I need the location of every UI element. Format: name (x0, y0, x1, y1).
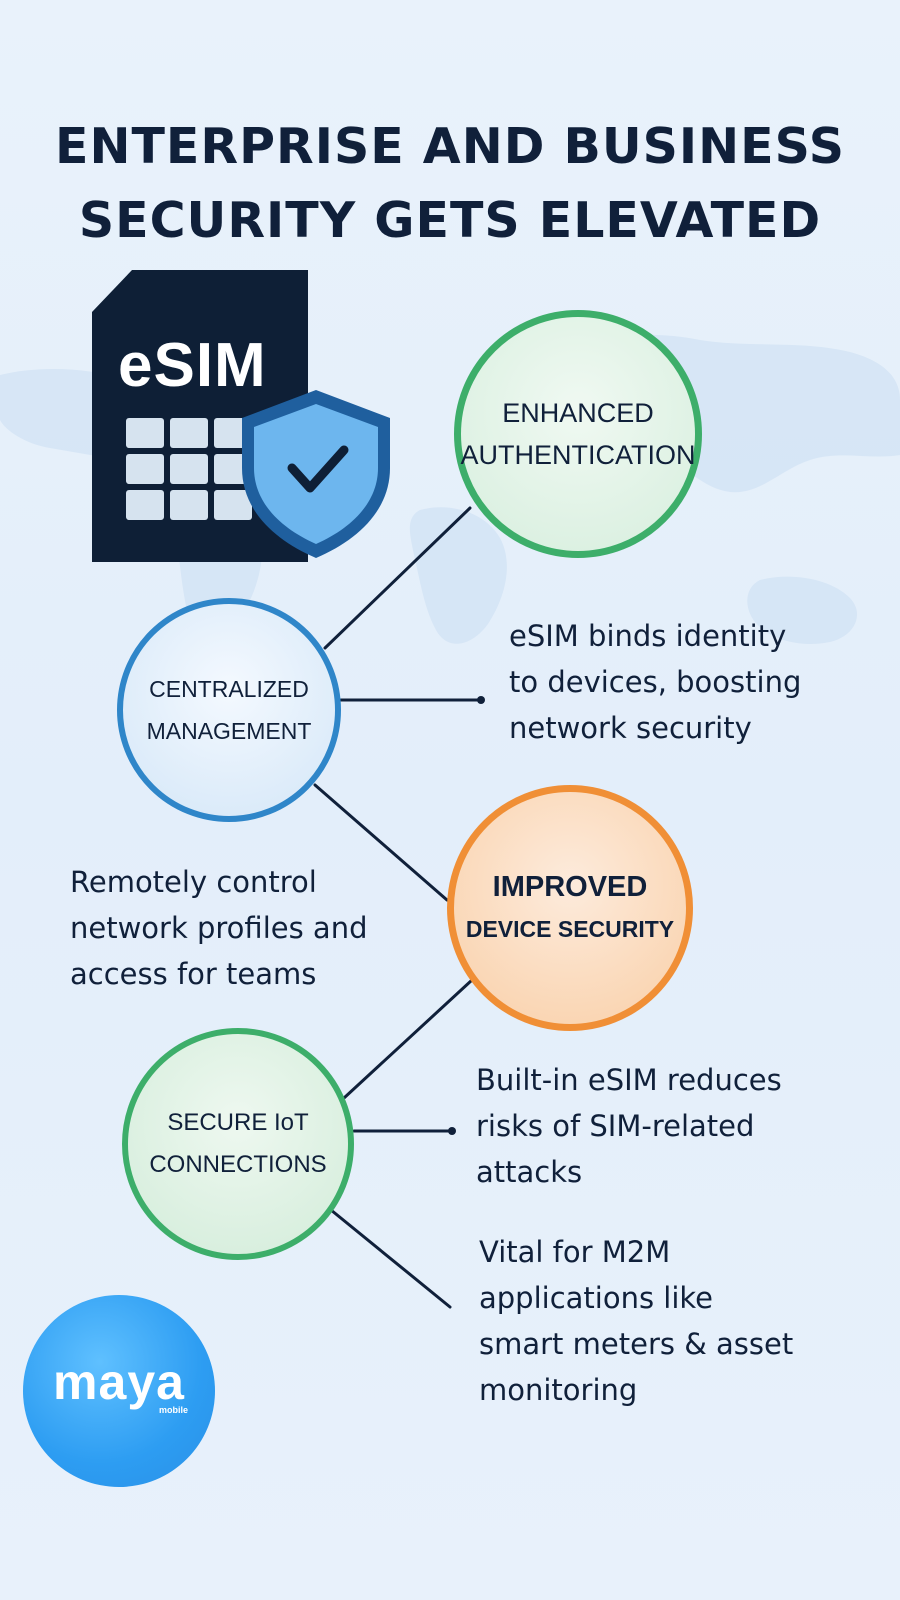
description-m2m-line-2: applications like (479, 1281, 714, 1315)
description-remote-control: Remotely control network profiles and ac… (70, 859, 367, 997)
shield-check-icon (242, 390, 390, 558)
title-line-1: ENTERPRISE AND BUSINESS (55, 118, 845, 175)
maya-mobile-logo: maya mobile (23, 1295, 215, 1487)
node-enhanced-authentication-line-2: AUTHENTICATION (460, 440, 696, 470)
connector-auth-to-central (323, 506, 472, 650)
logo-sub: mobile (159, 1405, 189, 1415)
node-secure-iot-connections-line-1: SECURE IoT (167, 1109, 309, 1136)
description-sim-attacks: Built-in eSIM reduces risks of SIM-relat… (476, 1057, 782, 1195)
node-secure-iot-connections-line-2: CONNECTIONS (149, 1151, 327, 1178)
connector-dot-sim-attacks (448, 1127, 456, 1135)
connector-device-to-iot (342, 978, 474, 1100)
connector-iot-to-m2m (329, 1208, 452, 1309)
esim-card-icon (92, 270, 390, 562)
node-centralized-management-line-2: MANAGEMENT (146, 718, 312, 744)
description-remote-control-line-2: network profiles and (70, 911, 368, 945)
connector-dot-identity (477, 696, 485, 704)
logo-word: maya (53, 1354, 185, 1410)
node-centralized-management-line-1: CENTRALIZED (149, 676, 309, 702)
description-identity-line-2: to devices, boosting (509, 665, 802, 699)
node-enhanced-authentication-line-1: ENHANCED (502, 398, 654, 428)
page-title: ENTERPRISE AND BUSINESS SECURITY GETS EL… (0, 110, 900, 258)
description-identity-line-1: eSIM binds identity (509, 619, 787, 653)
description-m2m-line-3: smart meters & asset (479, 1327, 794, 1361)
description-sim-attacks-line-3: attacks (476, 1155, 583, 1189)
description-m2m: Vital for M2M applications like smart me… (479, 1229, 793, 1413)
description-sim-attacks-line-2: risks of SIM-related (476, 1109, 755, 1143)
node-improved-device-security: IMPROVED DEVICE SECURITY (447, 785, 693, 1031)
node-improved-device-security-line-1: IMPROVED (492, 871, 648, 903)
node-centralized-management: CENTRALIZED MANAGEMENT (117, 598, 341, 822)
node-improved-device-security-line-2: DEVICE SECURITY (465, 916, 675, 942)
description-m2m-line-1: Vital for M2M (479, 1235, 671, 1269)
description-identity: eSIM binds identity to devices, boosting… (509, 613, 801, 751)
description-m2m-line-4: monitoring (479, 1373, 638, 1407)
description-remote-control-line-3: access for teams (70, 957, 317, 991)
connector-central-to-device (313, 783, 449, 902)
node-secure-iot-connections: SECURE IoT CONNECTIONS (122, 1028, 354, 1260)
esim-label: eSIM (118, 331, 267, 400)
title-line-2: SECURITY GETS ELEVATED (78, 192, 822, 249)
description-remote-control-line-1: Remotely control (70, 865, 317, 899)
description-identity-line-3: network security (509, 711, 752, 745)
node-enhanced-authentication: ENHANCED AUTHENTICATION (454, 310, 702, 558)
description-sim-attacks-line-1: Built-in eSIM reduces (476, 1063, 782, 1097)
